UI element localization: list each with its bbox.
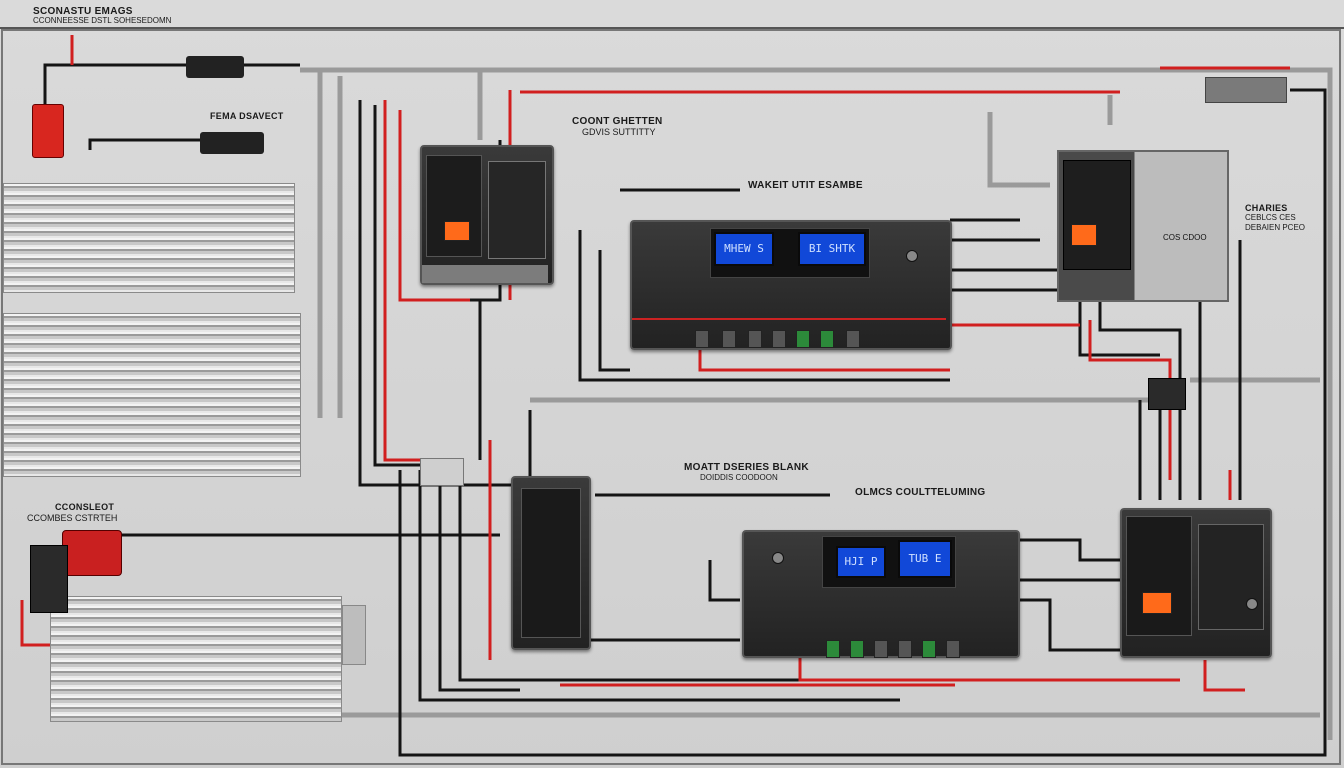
terminal: [722, 330, 736, 348]
inverter-upper-knob: [906, 250, 918, 262]
terminal: [796, 330, 810, 348]
terminal: [846, 330, 860, 348]
terminal: [922, 640, 936, 658]
center-top-label: COONT GHETTEN: [572, 116, 663, 127]
gray-wires: [60, 67, 1333, 740]
inline-fuse-bottom: [200, 132, 264, 154]
inverter-lower-knob: [772, 552, 784, 564]
bottom-center-label: OLMCS COULTTELUMING: [855, 487, 986, 498]
display-lower-left: HJI P: [836, 546, 886, 578]
inverter-top-label: WAKEIT UTIT ESAMBE: [748, 180, 863, 191]
transfer-switch: [1120, 508, 1272, 658]
transfer-switch-indicator: [1142, 592, 1172, 614]
dc-breaker: [62, 530, 122, 576]
solar-panel-top: [3, 183, 295, 293]
inverter-lower: HJI P TUB E: [742, 530, 1020, 658]
terminal: [826, 640, 840, 658]
red-wires: [20, 35, 1290, 692]
charger-indicator: [1071, 224, 1097, 246]
transfer-switch-knob: [1246, 598, 1258, 610]
top-left-title: SCONASTU EMAGS: [33, 6, 133, 17]
display-upper-right: BI SHTK: [798, 232, 866, 266]
charger-label: COS CDOO: [1163, 233, 1207, 242]
breaker-base: [30, 545, 68, 613]
inverter-upper: MHEW S BI SHTK: [630, 220, 952, 350]
bus-bar: [420, 458, 464, 486]
left-panel-label: FEMA DSAVECT: [210, 111, 284, 121]
battery-monitor: [511, 476, 591, 650]
junction-block: [1148, 378, 1186, 410]
battery-bank-sublabel: DOIDDIS COODOON: [700, 473, 778, 482]
diagram-frame: [1, 29, 1341, 765]
black-wires: [43, 63, 1327, 757]
shunt: [1205, 77, 1287, 103]
center-top-sublabel: GDVIS SUTTITTY: [582, 127, 656, 137]
solar-panel-middle: [3, 313, 301, 477]
bottom-left-sublabel: CCOMBES CSTRTEH: [27, 513, 118, 523]
top-left-subtitle: CCONNEESSE DSTL SOHESEDOMN: [33, 16, 172, 25]
terminal: [946, 640, 960, 658]
fuse-holder: [32, 104, 64, 158]
charger-unit: COS CDOO: [1057, 150, 1229, 302]
terminal: [874, 640, 888, 658]
right-top-label: CHARIES: [1245, 203, 1288, 213]
charge-controller: [420, 145, 554, 285]
terminal: [898, 640, 912, 658]
charge-controller-indicator: [444, 221, 470, 241]
panel-bracket: [342, 605, 366, 665]
solar-panel-bottom: [50, 596, 342, 722]
terminal: [820, 330, 834, 348]
right-top-sublabel-2: DEBAIEN PCEO: [1245, 223, 1306, 232]
right-top-sublabel-1: CEBLCS CES: [1245, 213, 1296, 222]
terminal: [772, 330, 786, 348]
bottom-left-label: CCONSLEOT: [55, 502, 115, 512]
terminal: [748, 330, 762, 348]
display-lower-right: TUB E: [898, 540, 952, 578]
terminal: [695, 330, 709, 348]
inline-fuse-top: [186, 56, 244, 78]
battery-bank-label: MOATT DSERIES BLANK: [684, 462, 809, 473]
display-upper-left: MHEW S: [714, 232, 774, 266]
terminal: [850, 640, 864, 658]
